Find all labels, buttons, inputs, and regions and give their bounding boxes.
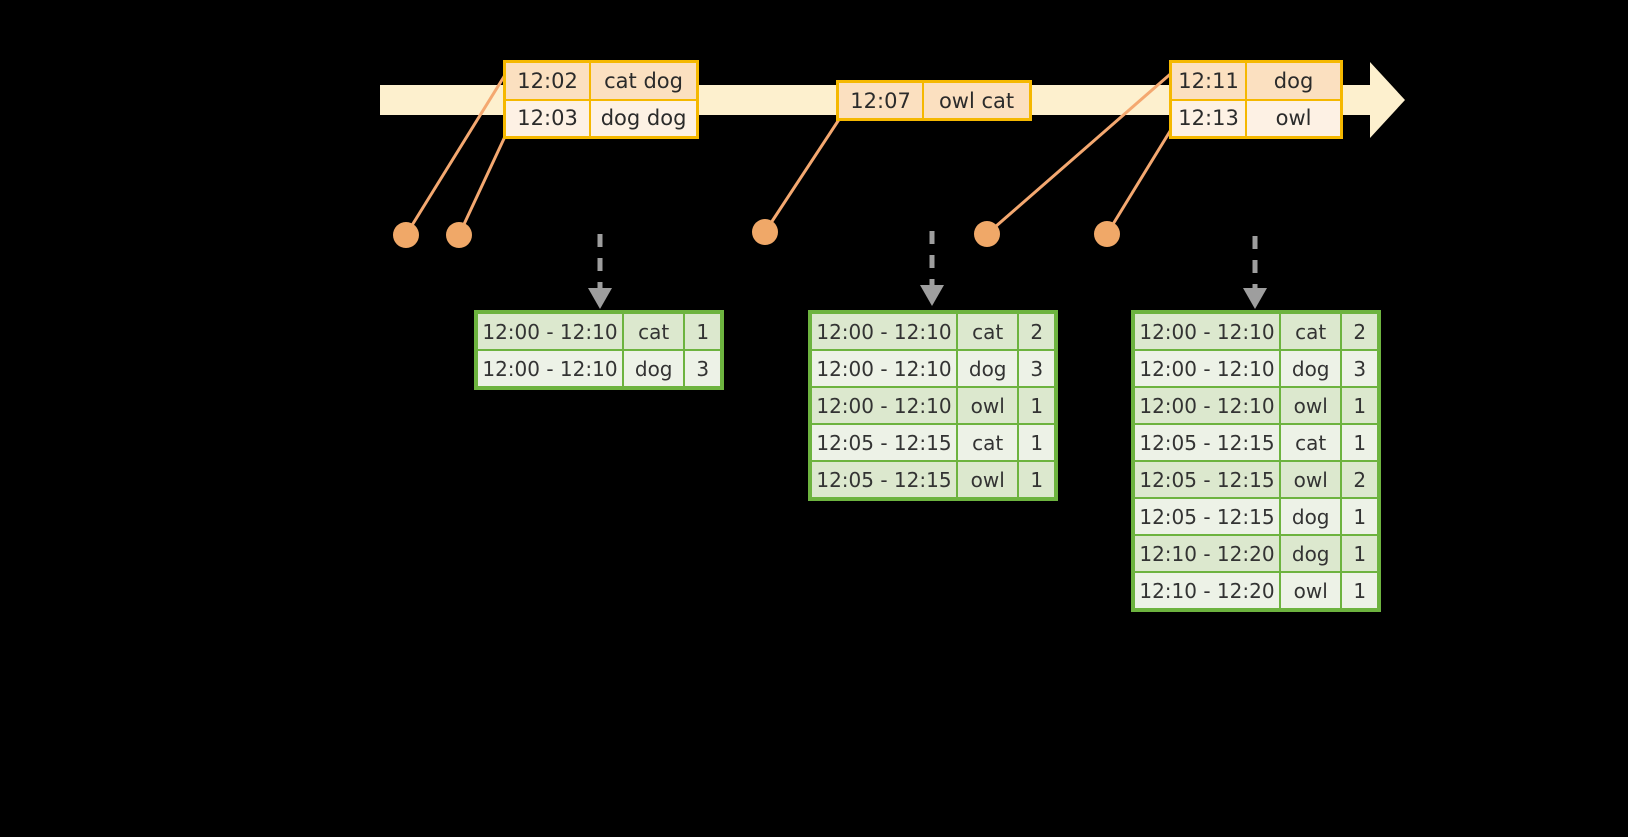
cell-word: dog (957, 351, 1018, 386)
cell-word: owl (957, 388, 1018, 423)
cell-count: 3 (1342, 351, 1377, 386)
event-timestamp: 12:03 (506, 100, 592, 136)
cell-window: 12:00 - 12:10 (478, 314, 622, 349)
event-timestamp: 12:13 (1172, 100, 1248, 136)
cell-count: 1 (1342, 425, 1377, 460)
cell-count: 1 (1019, 388, 1054, 423)
cell-count: 1 (1342, 536, 1377, 571)
timeline-event-group-3[interactable]: 12:11 dog 12:13 owl (1169, 60, 1343, 139)
trigger-arrow-heads (588, 285, 1267, 309)
cell-word: owl (1280, 462, 1341, 497)
cell-count: 3 (685, 351, 720, 386)
cell-window: 12:00 - 12:10 (478, 351, 622, 386)
cell-count: 2 (1342, 314, 1377, 349)
cell-count: 2 (1342, 462, 1377, 497)
cell-count: 1 (1019, 425, 1054, 460)
cell-count: 1 (1342, 388, 1377, 423)
cell-window: 12:05 - 12:15 (1135, 499, 1279, 534)
cell-word: owl (1280, 573, 1341, 608)
cell-word: dog (1280, 536, 1341, 571)
cell-word: dog (623, 351, 684, 386)
event-timestamp: 12:11 (1172, 63, 1248, 99)
timeline-event-group-2[interactable]: 12:07 owl cat (836, 80, 1032, 121)
cell-word: cat (623, 314, 684, 349)
cell-window: 12:00 - 12:10 (1135, 314, 1279, 349)
event-dots (393, 219, 1120, 248)
cell-word: cat (1280, 314, 1341, 349)
timeline-event-row[interactable]: 12:13 owl (1172, 98, 1340, 136)
trigger-arrows (597, 231, 1258, 288)
event-words: dog dog (591, 100, 696, 136)
timeline-event-row[interactable]: 12:11 dog (1172, 63, 1340, 99)
cell-count: 1 (1342, 573, 1377, 608)
cell-window: 12:05 - 12:15 (812, 425, 956, 460)
cell-window: 12:10 - 12:20 (1135, 536, 1279, 571)
event-words: owl cat (924, 83, 1029, 118)
cell-word: cat (1280, 425, 1341, 460)
cell-window: 12:05 - 12:15 (1135, 425, 1279, 460)
timeline-event-row[interactable]: 12:07 owl cat (839, 83, 1029, 118)
cell-word: owl (957, 462, 1018, 497)
cell-count: 1 (685, 314, 720, 349)
cell-window: 12:00 - 12:10 (812, 351, 956, 386)
cell-window: 12:00 - 12:10 (1135, 388, 1279, 423)
timeline-event-row[interactable]: 12:02 cat dog (506, 63, 696, 99)
timeline-event-group-1[interactable]: 12:02 cat dog 12:03 dog dog (503, 60, 699, 139)
event-words: cat dog (591, 63, 696, 99)
event-words: owl (1247, 100, 1340, 136)
cell-word: cat (957, 314, 1018, 349)
cell-word: dog (1280, 499, 1341, 534)
event-timestamp: 12:02 (506, 63, 592, 99)
event-words: dog (1247, 63, 1340, 99)
timeline-event-row[interactable]: 12:03 dog dog (506, 98, 696, 136)
cell-count: 2 (1019, 314, 1054, 349)
cell-count: 1 (1342, 499, 1377, 534)
cell-window: 12:00 - 12:10 (812, 314, 956, 349)
cell-word: owl (1280, 388, 1341, 423)
cell-count: 3 (1019, 351, 1054, 386)
cell-word: dog (1280, 351, 1341, 386)
event-timestamp: 12:07 (839, 83, 925, 118)
cell-window: 12:10 - 12:20 (1135, 573, 1279, 608)
cell-window: 12:05 - 12:15 (812, 462, 956, 497)
cell-count: 1 (1019, 462, 1054, 497)
cell-window: 12:00 - 12:10 (812, 388, 956, 423)
cell-window: 12:00 - 12:10 (1135, 351, 1279, 386)
cell-word: cat (957, 425, 1018, 460)
cell-window: 12:05 - 12:15 (1135, 462, 1279, 497)
